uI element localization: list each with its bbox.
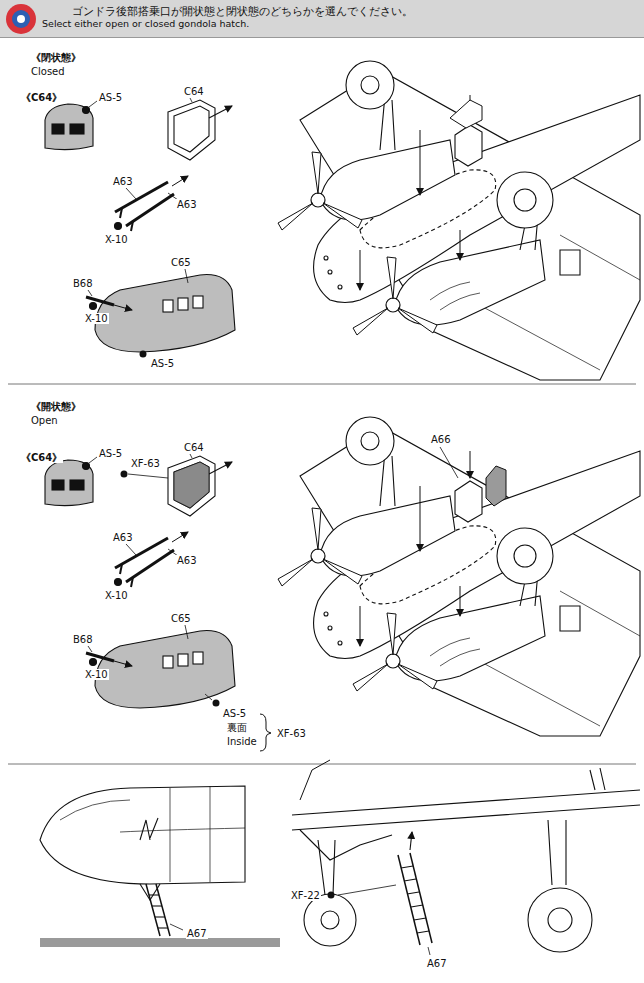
watermark-logo: [4, 2, 38, 36]
inside-shading: [174, 462, 209, 508]
section-heading: Open: [30, 415, 59, 426]
paint-code: X-10: [84, 669, 109, 680]
sub-heading: 《C64》: [20, 92, 63, 103]
part-number: A63: [176, 555, 198, 566]
part-number: C64: [183, 442, 205, 453]
paint-code: AS-5: [98, 448, 123, 459]
paint-code: AS-5: [222, 708, 247, 719]
leader-line: [205, 694, 212, 700]
bracket: [260, 714, 271, 751]
propeller-edge: [300, 760, 330, 800]
leader-line: [128, 474, 168, 478]
color-dot: [328, 892, 335, 899]
section-heading: Closed: [30, 66, 66, 77]
part-number: A63: [112, 532, 134, 543]
assembly-arrows: [360, 447, 506, 646]
part-number: A63: [112, 176, 134, 187]
paint-code: XF-63: [130, 458, 161, 469]
closed-aircraft: [278, 61, 640, 380]
paint-code: XF-63: [276, 728, 307, 739]
header-band: ゴンドラ後部搭乗口が開状態と閉状態のどちらかを選んでください。Select ei…: [0, 0, 644, 38]
section-heading: 《閉状態》: [30, 52, 82, 63]
paint-code: XF-22: [290, 890, 321, 901]
part-number: A63: [176, 199, 198, 210]
color-dot: [213, 700, 220, 707]
paint-code: X-10: [104, 590, 129, 601]
part-number: C64: [183, 86, 205, 97]
paint-code: AS-5: [150, 358, 175, 369]
open-aircraft: [278, 417, 640, 736]
paint-code: X-10: [84, 313, 109, 324]
part-number: A67: [186, 928, 208, 939]
part-number: B68: [72, 278, 94, 289]
part-number: C65: [170, 613, 192, 624]
paint-code: AS-5: [98, 92, 123, 103]
part-number: A66: [430, 434, 452, 445]
note: 裏面: [226, 722, 248, 733]
nose-ladder-view: [40, 786, 245, 936]
divider: [8, 384, 636, 385]
ground-bar: [40, 938, 280, 947]
open-parts: [45, 454, 235, 708]
instruction-japanese: ゴンドラ後部搭乗口が開状態と閉状態のどちらかを選んでください。: [72, 4, 636, 18]
instruction-english: Select either open or closed gondola hat…: [42, 18, 636, 31]
assembly-arrows: [360, 95, 482, 290]
note: Inside: [226, 736, 258, 747]
paint-code: X-10: [104, 234, 129, 245]
part-number: B68: [72, 634, 94, 645]
sub-heading: 《C64》: [20, 452, 63, 463]
underside-ladder-view: [292, 768, 640, 955]
part-number: C65: [170, 257, 192, 268]
part-number: A67: [426, 958, 448, 969]
section-heading: 《開状態》: [30, 401, 82, 412]
color-dot: [121, 471, 128, 478]
closed-parts: [45, 98, 235, 352]
color-dot: [140, 351, 147, 358]
